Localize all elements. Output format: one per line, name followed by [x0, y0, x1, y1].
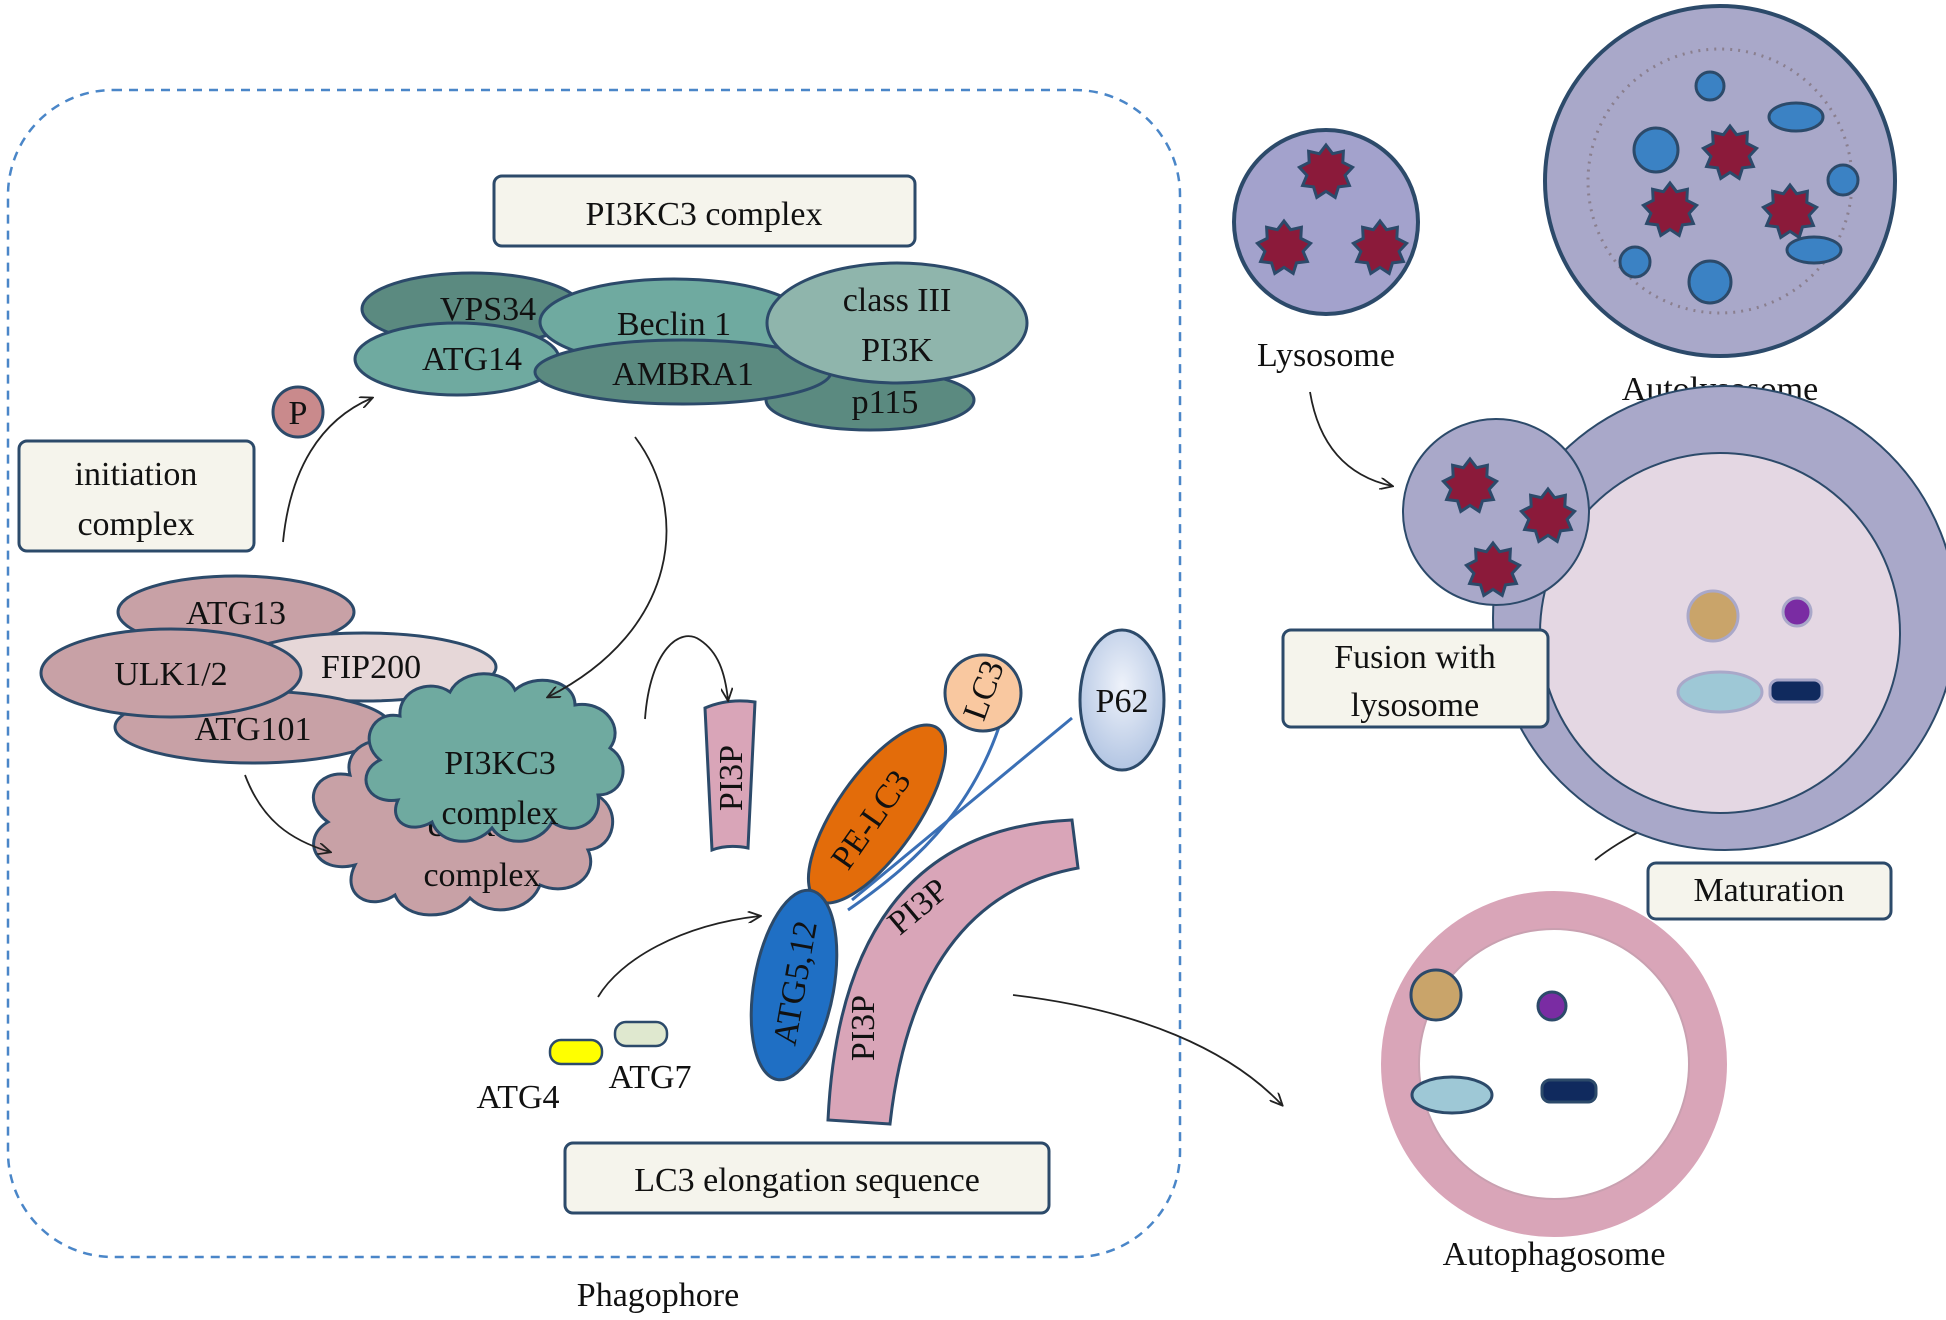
- enzyme-star: [1254, 218, 1314, 276]
- atg101-label: ATG101: [194, 711, 311, 748]
- maturation-box: Maturation: [1646, 861, 1893, 921]
- p62-label: P62: [1096, 683, 1149, 720]
- fusion-with-lysosome-box: Fusion with lysosome: [1281, 628, 1550, 729]
- fusion-label-line1: Fusion with: [1334, 639, 1496, 676]
- pi3kc3-subunit-labels: VPS34 ATG14 Beclin 1 AMBRA1 class III PI…: [422, 282, 951, 421]
- ulk-complex-subunits: [39, 574, 498, 765]
- atg14-label: ATG14: [422, 341, 522, 378]
- autolysosome: Autolysosome: [1543, 4, 1897, 408]
- lc3-node: LC3: [943, 653, 1023, 733]
- fusion-label-line2: lysosome: [1351, 687, 1479, 724]
- pi3p-small-segment: PI3P: [703, 699, 757, 853]
- fusion-structure: [1402, 385, 1946, 851]
- lysosome-label: Lysosome: [1257, 337, 1395, 374]
- atg7-node: ATG7: [608, 1020, 692, 1096]
- pi3p-small-label: PI3P: [713, 745, 750, 811]
- phagophore-label: Phagophore: [577, 1277, 739, 1314]
- phosphate-label: P: [289, 395, 308, 432]
- phagophore-boundary: [6, 88, 1182, 1259]
- fusion-cargo: [1676, 589, 1824, 714]
- lc3-elongation-label: LC3 elongation sequence: [634, 1162, 980, 1199]
- ulk12-cloud-line2: complex: [423, 857, 540, 894]
- atg7-label: ATG7: [608, 1059, 691, 1096]
- autophagosome: Autophagosome: [1381, 891, 1727, 1273]
- fusion-enzymes: [1440, 456, 1578, 598]
- enzyme-star: [1640, 180, 1700, 238]
- autophagosome-label: Autophagosome: [1443, 1236, 1666, 1273]
- initiation-label-line1: initiation: [75, 456, 198, 493]
- enzyme-star: [1296, 142, 1356, 200]
- autolysosome-contents: [1618, 70, 1860, 305]
- pi3kc3-complex-title-box: PI3KC3 complex: [492, 174, 917, 248]
- fip200-label: FIP200: [321, 649, 421, 686]
- pi3kc3-complex-cloud: PI3KC3 complex: [364, 672, 625, 843]
- enzyme-star: [1463, 540, 1523, 598]
- pi3p-lower-label: PI3P: [845, 995, 882, 1061]
- enzyme-star: [1700, 123, 1760, 181]
- enzyme-star: [1760, 182, 1820, 240]
- lc3-elongation-box: LC3 elongation sequence: [563, 1141, 1051, 1215]
- p62-node: P62: [1078, 628, 1166, 772]
- enzyme-star: [1350, 218, 1410, 276]
- initiation-complex-box: initiation complex: [17, 439, 256, 553]
- pi3p-membrane-band: PI3P PI3P: [826, 818, 1080, 1126]
- vps34-label: VPS34: [440, 291, 536, 328]
- autophagosome-cargo: [1409, 968, 1598, 1115]
- lysosome-enzymes: [1254, 142, 1410, 276]
- beclin1-label: Beclin 1: [617, 306, 731, 343]
- phagophore-arrows: [244, 398, 760, 998]
- class3-pi3k-label-line2: PI3K: [861, 332, 933, 369]
- p115-label: p115: [852, 384, 919, 421]
- ulk12-label: ULK1/2: [114, 656, 227, 693]
- atg5-12-node: ATG5,12: [749, 888, 839, 1082]
- ulk12-subunit: [39, 627, 303, 719]
- lysosome: Lysosome: [1232, 128, 1420, 374]
- ulk-complex-labels: ATG13 FIP200 ATG101 ULK1/2: [114, 595, 421, 748]
- pi3kc3-subunits: [353, 261, 1029, 432]
- class3-pi3k-label-line1: class III: [843, 282, 952, 319]
- pi3kc3-complex-title: PI3KC3 complex: [585, 196, 822, 233]
- pi3kc3-cloud-line2: complex: [441, 795, 558, 832]
- initiation-label-line2: complex: [77, 506, 194, 543]
- enzyme-star: [1518, 486, 1578, 544]
- class3-pi3k-subunit: [765, 261, 1029, 385]
- enzyme-star: [1440, 456, 1500, 514]
- autolysosome-enzymes: [1640, 123, 1820, 240]
- atg13-label: ATG13: [186, 595, 286, 632]
- phosphate-badge: P: [271, 385, 325, 439]
- pi3kc3-cloud-line1: PI3KC3: [444, 745, 555, 782]
- ambra1-label: AMBRA1: [612, 356, 754, 393]
- atg4-label: ATG4: [476, 1079, 559, 1116]
- maturation-label: Maturation: [1693, 872, 1844, 909]
- atg4-node: ATG4: [476, 1038, 604, 1116]
